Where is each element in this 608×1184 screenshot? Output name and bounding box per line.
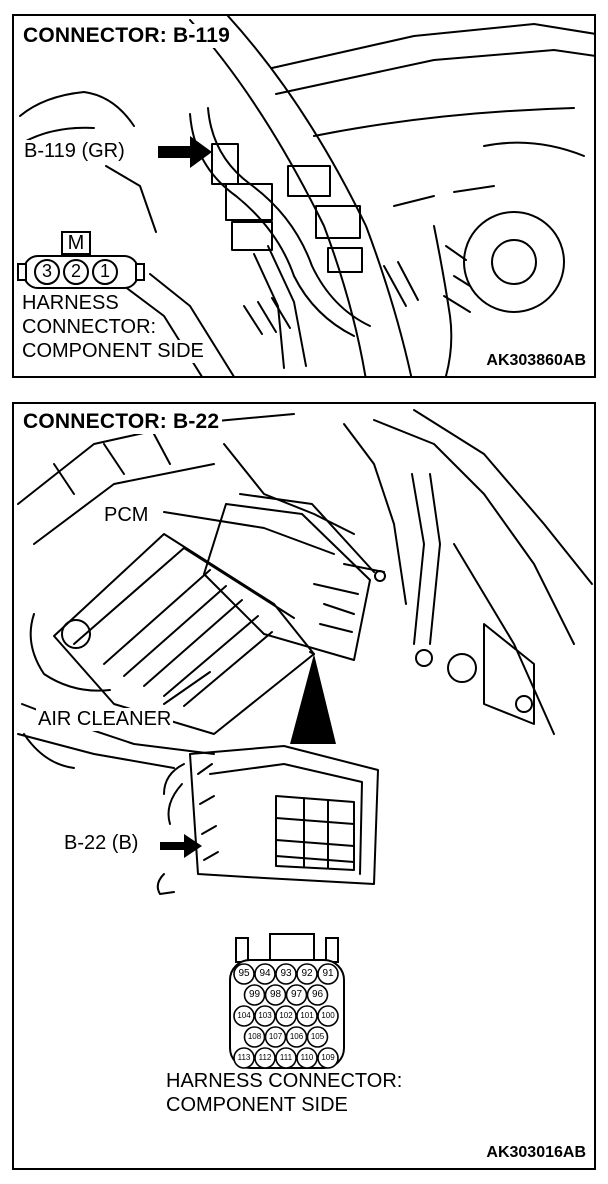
pin-circle (296, 1005, 318, 1027)
figure-code: AK303860AB (484, 352, 588, 370)
pin-label: 107 (268, 1032, 283, 1041)
pin-circle (285, 984, 308, 1006)
pin-label: 101 (300, 1011, 314, 1020)
engine-bay-illustration-b119 (19, 16, 594, 376)
pin-circle (275, 1047, 297, 1069)
connector-b119-panel: CONNECTOR: B-119 B-119 (GR) M 3 2 1 HARN… (12, 14, 596, 378)
pin-circle (264, 1026, 287, 1048)
pin-label: 100 (321, 1011, 335, 1020)
callout-arrow (158, 136, 212, 168)
pin-label: 95 (238, 968, 250, 979)
pin-label: 96 (311, 989, 324, 1000)
pin-label: 106 (289, 1032, 304, 1041)
harness-label-line: HARNESS (20, 292, 121, 315)
harness-label-line: COMPONENT SIDE (164, 1094, 350, 1117)
pin-circle (275, 1005, 297, 1027)
panel-title: CONNECTOR: B-22 (20, 410, 223, 434)
air-cleaner-label: AIR CLEANER (36, 708, 174, 731)
panel-title: CONNECTOR: B-119 (20, 24, 234, 48)
pin-label: 1 (99, 261, 110, 281)
pin-label: 104 (237, 1011, 251, 1020)
pin-label: 110 (300, 1053, 314, 1062)
pin-circle (296, 963, 318, 985)
pin-circle (306, 1026, 329, 1048)
connector-pin-diagram (17, 231, 145, 289)
pin-circle (254, 1047, 276, 1069)
pin-circle (233, 963, 255, 985)
pin-label: 105 (310, 1032, 325, 1041)
pin-label: 3 (41, 261, 52, 281)
pin-label: 98 (269, 989, 282, 1000)
harness-label-line: HARNESS CONNECTOR: (164, 1070, 405, 1093)
pin-circle (317, 1047, 339, 1069)
pin-circle (233, 1047, 255, 1069)
pin-circle (264, 984, 287, 1006)
pin-circle (243, 1026, 266, 1048)
pin-label: 102 (279, 1011, 293, 1020)
pin-label: 94 (259, 968, 271, 979)
pin-circle (254, 1005, 276, 1027)
pin-label: 93 (280, 968, 292, 979)
pin-circle (317, 963, 339, 985)
key-mark: M (67, 232, 85, 254)
pin-circle (254, 963, 276, 985)
pin-label: 109 (321, 1053, 335, 1062)
engine-bay-illustration-b22 (17, 409, 593, 895)
connector-callout-label: B-119 (GR) (22, 140, 127, 163)
pin-label: 113 (237, 1053, 251, 1062)
pin-circle (296, 1047, 318, 1069)
pin-circle (275, 963, 297, 985)
connector-pin-diagram (229, 933, 345, 1069)
connector-callout-label: B-22 (B) (62, 832, 141, 855)
harness-label-line: COMPONENT SIDE (20, 340, 206, 363)
pin-label: 92 (301, 968, 313, 979)
pin-label: 108 (247, 1032, 262, 1041)
pcm-label: PCM (102, 504, 151, 527)
pin-circle (317, 1005, 339, 1027)
pin-label: 103 (258, 1011, 272, 1020)
pin-label: 97 (290, 989, 303, 1000)
pin-label: 111 (279, 1053, 293, 1062)
figure-code: AK303016AB (484, 1144, 588, 1162)
pin-label: 99 (248, 989, 261, 1000)
pin-circle (306, 984, 329, 1006)
pin-circle (243, 984, 266, 1006)
pin-label: 91 (322, 968, 334, 979)
pin-circle (285, 1026, 308, 1048)
connector-b22-panel: CONNECTOR: B-22 PCM AIR CLEANER B-22 (B)… (12, 402, 596, 1170)
pin-label: 112 (258, 1053, 272, 1062)
pin-label: 2 (70, 261, 81, 281)
harness-label-line: CONNECTOR: (20, 316, 159, 339)
pin-circle (233, 1005, 255, 1027)
